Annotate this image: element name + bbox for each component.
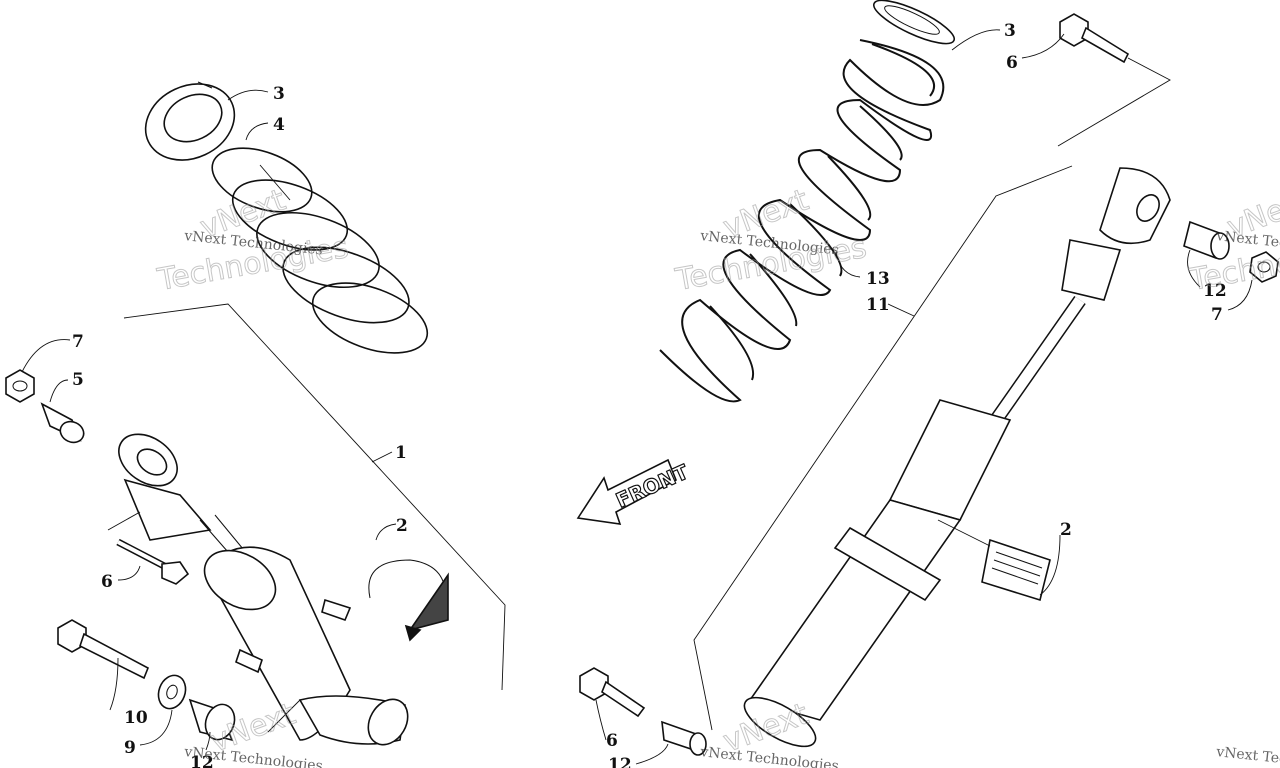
right-spring-retainer: [873, 0, 955, 45]
right-shock-body: [743, 167, 1171, 748]
callout-left-5: 5: [72, 370, 84, 390]
callout-left-3: 3: [273, 84, 285, 104]
callout-right-6-bottom: 6: [606, 731, 618, 751]
left-bushing-12: [188, 698, 236, 742]
callout-right-12-bottom: 12: [608, 755, 632, 768]
front-direction-arrow: FRONT: [576, 459, 693, 525]
callout-right-12-top: 12: [1203, 281, 1227, 301]
callout-left-7: 7: [72, 332, 84, 352]
callout-left-2: 2: [396, 516, 408, 536]
callout-left-9: 9: [124, 738, 136, 758]
left-rotation-decal: [368, 559, 449, 642]
callout-right-7: 7: [1211, 305, 1223, 325]
right-warning-decal: [981, 538, 1051, 602]
right-bushing-12-bottom: [661, 720, 707, 756]
left-bushing: [40, 402, 85, 444]
callout-left-4: 4: [273, 115, 285, 135]
right-bolt-6-top: [1059, 13, 1130, 64]
right-spring: [659, 39, 945, 403]
watermark-text: vNext Technologies: [1215, 744, 1280, 768]
left-spring-retainer: [144, 81, 236, 161]
left-spring: [211, 147, 429, 354]
left-bolt-10: [57, 619, 150, 680]
callout-left-10: 10: [124, 708, 148, 728]
callout-right-13: 13: [866, 269, 890, 289]
callout-right-6-top: 6: [1006, 53, 1018, 73]
callout-right-11: 11: [866, 295, 890, 315]
callout-left-6: 6: [101, 572, 113, 592]
callouts: 3 4 7 5 1 2 6 10 9 12 3 6 13 11 12 7 2 6…: [72, 21, 1227, 768]
right-assembly-bracket: [693, 165, 1073, 731]
callout-left-12: 12: [190, 753, 214, 768]
left-washer: [157, 674, 187, 710]
left-nut: [5, 369, 35, 403]
left-shock-body: [118, 433, 409, 746]
right-nut: [1249, 251, 1279, 283]
left-shock-assembly: [5, 81, 506, 751]
callout-right-3: 3: [1004, 21, 1016, 41]
left-bolt-6: [116, 538, 190, 585]
callout-left-1: 1: [395, 443, 407, 463]
right-shock-assembly: FRONT: [576, 0, 1279, 765]
left-assembly-bracket: [123, 303, 506, 691]
callout-right-2: 2: [1060, 520, 1072, 540]
watermark-text: vNext Technologies: [699, 744, 840, 768]
right-bolt-6-bottom: [579, 667, 646, 718]
right-bushing-12-top: [1183, 220, 1230, 260]
